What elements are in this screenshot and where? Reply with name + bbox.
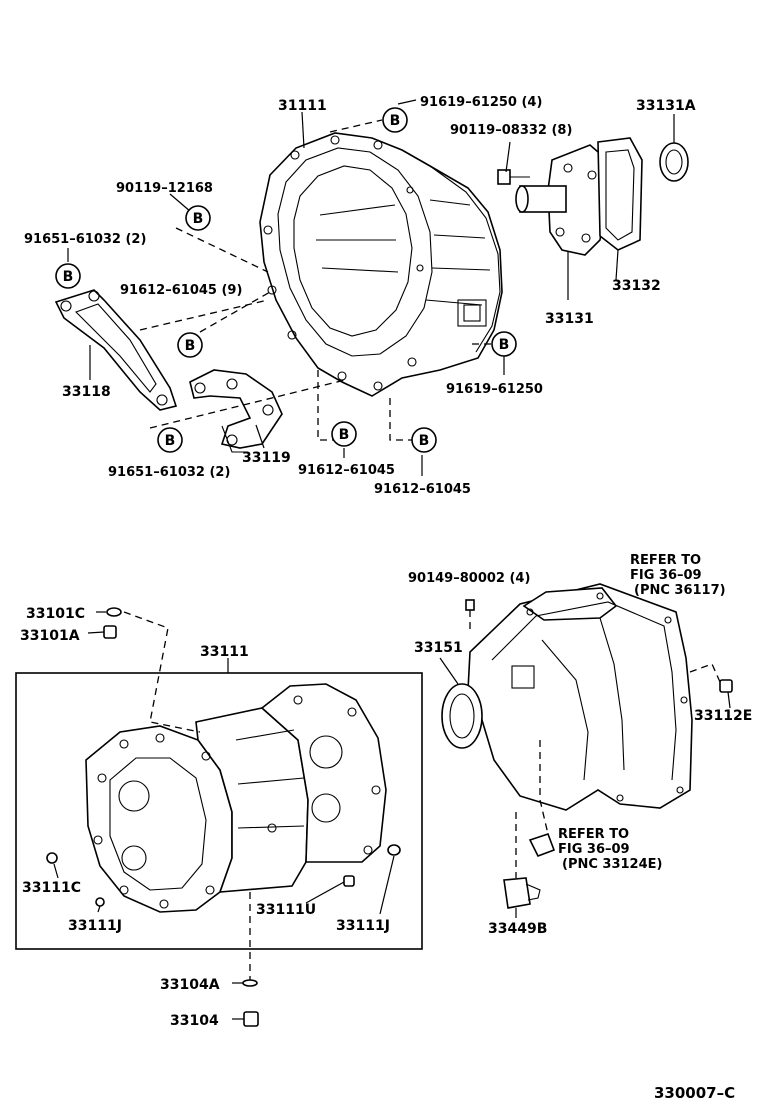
plug-33101A [103, 625, 117, 639]
bolt-marker-b5: B [491, 331, 517, 357]
pin-33111U [343, 875, 355, 887]
svg-text:B: B [165, 433, 176, 449]
bolt-marker-b7: B [331, 421, 357, 447]
bolt-marker-b2: B [185, 205, 211, 231]
label-33132: 33132 [612, 278, 661, 294]
svg-text:B: B [419, 433, 430, 449]
lower-leaders [53, 611, 731, 1020]
plug-33101C [106, 607, 122, 617]
gasket-33132 [597, 137, 643, 251]
label-91619-61250-4: 91619–61250 (4) [420, 95, 542, 110]
label-33131A: 33131A [636, 98, 696, 114]
label-90119-08332: 90119–08332 (8) [450, 123, 572, 138]
plug-33104 [243, 1011, 259, 1027]
label-33101C: 33101C [26, 606, 85, 622]
bolt-marker-b8: B [411, 427, 437, 453]
bolt-marker-b6: B [157, 427, 183, 453]
clutch-housing-31111 [259, 132, 503, 397]
refer-note-bottom: REFER TO FIG 36–09 (PNC 33124E) [558, 827, 662, 872]
bolt-90149-80002 [465, 599, 475, 611]
pin-33111C [46, 852, 58, 864]
label-33118: 33118 [62, 384, 111, 400]
refer-note-top: REFER TO FIG 36–09 (PNC 36117) [630, 553, 726, 598]
label-31111: 31111 [278, 98, 327, 114]
bearing-retainer-33131 [515, 144, 607, 256]
label-91612-61045-9: 91612–61045 (9) [120, 283, 242, 298]
svg-text:B: B [339, 427, 350, 443]
label-33111C: 33111C [22, 880, 81, 896]
sensor-33112E [719, 679, 733, 693]
svg-text:B: B [63, 269, 74, 285]
bolt-90119-08332 [497, 169, 530, 185]
label-90149-80002: 90149–80002 (4) [408, 571, 530, 586]
label-33112E: 33112E [694, 708, 752, 724]
label-33111: 33111 [200, 644, 249, 660]
bracket-33118 [54, 289, 178, 411]
label-33131: 33131 [545, 311, 594, 327]
label-91651-61032-top: 91651–61032 (2) [24, 232, 146, 247]
svg-text:B: B [499, 337, 510, 353]
label-33101A: 33101A [20, 628, 80, 644]
svg-text:FIG 36–09: FIG 36–09 [558, 842, 630, 857]
svg-text:(PNC 33124E): (PNC 33124E) [562, 857, 662, 872]
label-33111J-left: 33111J [68, 918, 122, 934]
svg-text:B: B [390, 113, 401, 129]
upper-dashed-lines [139, 119, 498, 441]
transmission-case-33111 [85, 683, 387, 913]
label-91651-61032-bottom: 91651–61032 (2) [108, 465, 230, 480]
bolt-marker-b1: B [382, 107, 408, 133]
label-91619-61250: 91619–61250 [446, 382, 543, 397]
svg-text:B: B [185, 338, 196, 354]
label-33449B: 33449B [488, 921, 547, 937]
pin-33111J-left [95, 897, 105, 907]
washer-33104A [242, 979, 258, 987]
label-91612-61045-a: 91612–61045 [298, 463, 395, 478]
label-33119: 33119 [242, 450, 291, 466]
svg-text:REFER TO: REFER TO [558, 827, 629, 842]
label-91612-61045-b: 91612–61045 [374, 482, 471, 497]
bolt-marker-b3: B [55, 263, 81, 289]
bolt-marker-b4: B [177, 332, 203, 358]
label-90119-12168: 90119–12168 [116, 181, 213, 196]
switch-33449B [503, 877, 541, 909]
label-33104: 33104 [170, 1013, 219, 1029]
label-33111J-right: 33111J [336, 918, 390, 934]
svg-text:FIG 36–09: FIG 36–09 [630, 568, 702, 583]
svg-text:(PNC 36117): (PNC 36117) [634, 583, 726, 598]
pin-33111J-right [387, 844, 401, 856]
sensor-plug [528, 832, 556, 858]
oil-seal-33131A [659, 142, 689, 182]
svg-text:B: B [193, 211, 204, 227]
assembly-33111-frame [15, 672, 423, 950]
label-33151: 33151 [414, 640, 463, 656]
label-33104A: 33104A [160, 977, 220, 993]
diagram-code: 330007–C [654, 1084, 735, 1102]
label-33111U: 33111U [256, 902, 316, 918]
bracket-33119 [189, 369, 283, 453]
lower-dashed-lines [123, 610, 721, 980]
svg-text:REFER TO: REFER TO [630, 553, 701, 568]
extension-housing-33151 [441, 583, 693, 811]
